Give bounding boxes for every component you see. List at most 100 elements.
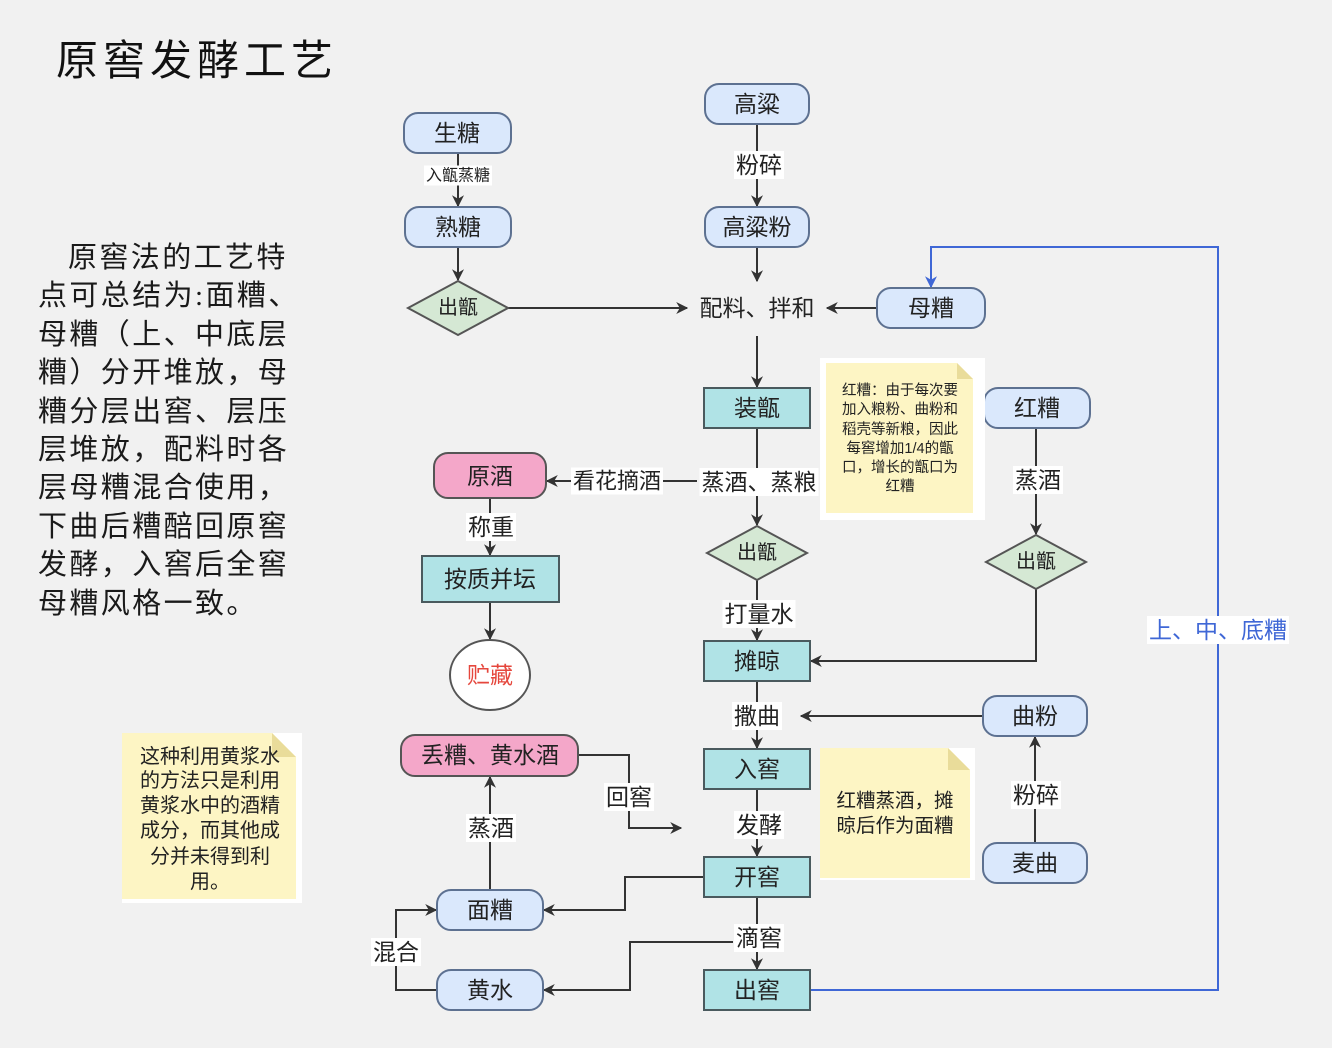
label-mix: 混合 <box>373 939 419 965</box>
description-line: 层堆放，配料时各 <box>38 433 290 466</box>
note-red-grains-use-fold <box>948 748 970 770</box>
label-add-water: 打量水 <box>725 601 794 627</box>
note-red-grains-paper <box>826 363 973 513</box>
note-yellow-water-fold <box>272 733 296 757</box>
note-red-grains-fold <box>957 363 973 379</box>
node-into-pit: 入窖 <box>703 748 811 790</box>
node-steam-out-1-label: 出甑 <box>438 296 478 319</box>
node-open-pit-shape <box>703 856 811 898</box>
label-weigh-background <box>466 513 516 541</box>
label-pick-liquor-background <box>570 467 664 495</box>
node-out-pit-label: 出窖 <box>734 977 780 1003</box>
process-nodes: 装甑 摊晾 入窖 开窖 出窖 按质并坛 <box>421 387 811 1011</box>
note-yellow-water-line: 用。 <box>190 871 230 893</box>
node-distill-steam: 蒸酒、蒸粮 <box>702 469 817 495</box>
node-sorghum-flour-shape <box>704 206 810 248</box>
product-nodes: 原酒 丢糟、黄水酒 <box>400 452 579 777</box>
node-sorghum-flour: 高粱粉 <box>704 206 810 248</box>
node-discard-shape <box>400 734 579 777</box>
node-cooked-sugar-label: 熟糖 <box>435 214 481 240</box>
node-yellow-water: 黄水 <box>436 969 544 1011</box>
node-load-still-shape <box>703 387 811 429</box>
node-blend-jars-shape <box>421 555 560 603</box>
note-red-grains-use-paper <box>820 748 970 878</box>
node-out-pit: 出窖 <box>703 969 811 1011</box>
node-wheat-qu-shape <box>982 842 1088 884</box>
note-red-grains-line: 每窖增加1/4的甑 <box>846 439 953 457</box>
node-load-still-label: 装甑 <box>734 395 780 421</box>
node-yellow-water-shape <box>436 969 544 1011</box>
node-discard: 丢糟、黄水酒 <box>400 734 579 777</box>
label-into-still-steam-sugar-background <box>423 165 493 186</box>
label-steam-surface-grains-background <box>466 814 516 842</box>
node-storage-label: 贮藏 <box>467 662 513 688</box>
node-sorghum-label: 高粱 <box>734 91 780 117</box>
node-steam-out-1-shape <box>405 279 511 337</box>
text-steps: 配料、拌和 蒸酒、蒸粮 <box>699 295 819 496</box>
label-crush-sorghum: 粉碎 <box>736 152 782 178</box>
node-yellow-water-label: 黄水 <box>467 977 513 1003</box>
node-mother-grains-shape <box>876 287 986 329</box>
note-red-grains-line: 红糟 <box>886 478 915 495</box>
node-blend-jars: 按质并坛 <box>421 555 560 603</box>
node-steam-out-2-shape <box>704 524 810 582</box>
node-wheat-qu: 麦曲 <box>982 842 1088 884</box>
note-red-grains-line: 口，增长的甑口为 <box>842 459 958 476</box>
label-layer-grains-background <box>1147 616 1289 644</box>
description-line: 糟分层出窖、层压 <box>38 395 290 428</box>
note-yellow-water-line: 成分，而其他成 <box>140 819 280 842</box>
description-line: 下曲后糟醅回原窖 <box>38 510 290 543</box>
node-sorghum: 高粱 <box>704 83 810 125</box>
node-steam-out-1: 出甑 <box>405 279 511 337</box>
node-red-grains: 红糟 <box>983 387 1091 429</box>
node-surface-grains-shape <box>436 889 544 931</box>
node-surface-grains: 面糟 <box>436 889 544 931</box>
node-mother-grains: 母糟 <box>876 287 986 329</box>
decision-nodes: 出甑 出甑 出甑 <box>405 279 1089 591</box>
note-yellow-water-paper <box>122 733 296 899</box>
note-red-grains-line: 稻壳等新粮，因此 <box>842 420 958 438</box>
label-sprinkle-qu-background <box>732 702 782 730</box>
node-raw-sugar-label: 生糖 <box>434 120 480 146</box>
label-return-pit-background <box>604 783 654 811</box>
edge-drain-to-yellow-water <box>542 941 733 996</box>
note-yellow-water-line: 这种利用黄浆水 <box>140 745 280 768</box>
node-open-pit-label: 开窖 <box>734 864 780 890</box>
node-into-pit-label: 入窖 <box>734 756 780 782</box>
label-mix-background <box>371 938 421 966</box>
node-cooked-sugar-shape <box>404 206 512 248</box>
label-layer-grains: 上、中、底糟 <box>1149 617 1287 643</box>
node-mixing: 配料、拌和 <box>700 295 815 321</box>
label-return-pit: 回窖 <box>606 784 652 810</box>
page-title: 原窖发酵工艺 <box>56 39 339 85</box>
label-weigh: 称重 <box>468 514 514 540</box>
note-red-grains-line: 红糟：由于每次要 <box>842 382 958 399</box>
note-red-grains-use-line: 红糟蒸酒，摊 <box>836 790 953 812</box>
label-drain-pit: 滴窖 <box>736 925 782 951</box>
note-yellow-water-line: 黄浆水中的酒精 <box>140 794 280 817</box>
edge-steam-out-to-spread-cool-right <box>809 589 1037 667</box>
description-line: 原窖法的工艺特 <box>68 242 288 274</box>
label-sprinkle-qu: 撒曲 <box>734 703 780 729</box>
node-discard-label: 丢糟、黄水酒 <box>421 742 559 768</box>
node-storage: 贮藏 <box>449 639 531 711</box>
node-steam-out-3-shape <box>983 533 1089 591</box>
node-surface-grains-label: 面糟 <box>467 897 513 923</box>
node-qu-powder-label: 曲粉 <box>1012 703 1058 729</box>
description-paragraph: 原窖法的工艺特 点可总结为:面糟、 母糟（上、中底层 糟）分开堆放，母 糟分层出… <box>38 239 338 623</box>
node-sorghum-flour-label: 高粱粉 <box>723 214 792 240</box>
note-yellow-water-line: 的方法只是利用 <box>140 769 280 792</box>
node-raw-liquor-label: 原酒 <box>467 463 513 489</box>
note-red-grains-use-line: 晾后作为面糟 <box>836 815 953 837</box>
label-add-water-background <box>722 600 796 628</box>
node-steam-out-2-label: 出甑 <box>737 541 777 564</box>
node-spread-cool-shape <box>703 640 811 682</box>
label-steam-surface-grains: 蒸酒 <box>468 815 514 841</box>
node-spread-cool: 摊晾 <box>703 640 811 682</box>
node-steam-out-3: 出甑 <box>983 533 1089 591</box>
description-line: 层母糟混合使用， <box>38 472 290 505</box>
label-ferment: 发酵 <box>736 812 782 838</box>
note-red-grains-line: 加入粮粉、曲粉和 <box>842 401 958 418</box>
node-raw-sugar-shape <box>403 112 512 154</box>
label-crush-wheat-qu: 粉碎 <box>1013 782 1059 808</box>
